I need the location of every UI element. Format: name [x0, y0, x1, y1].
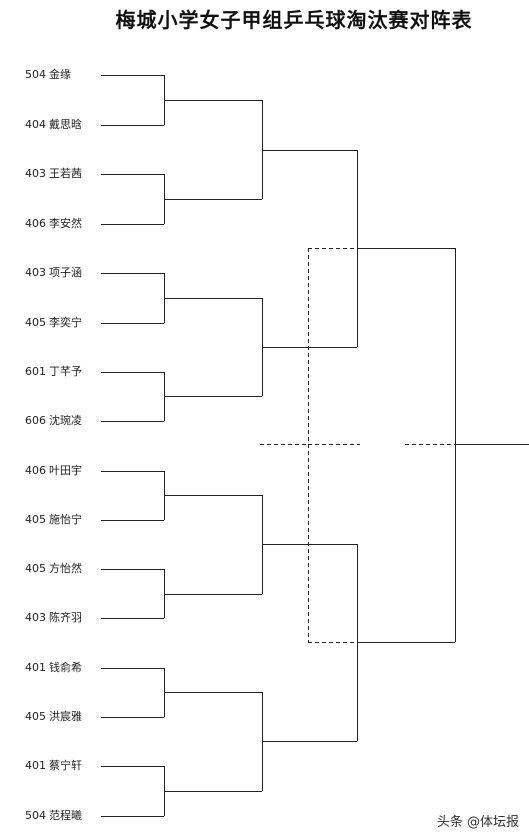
watermark: 头条 @体坛报 [436, 815, 519, 830]
bracket-title: 梅城小学女子甲组乒乓球淘汰赛对阵表 [115, 8, 473, 32]
